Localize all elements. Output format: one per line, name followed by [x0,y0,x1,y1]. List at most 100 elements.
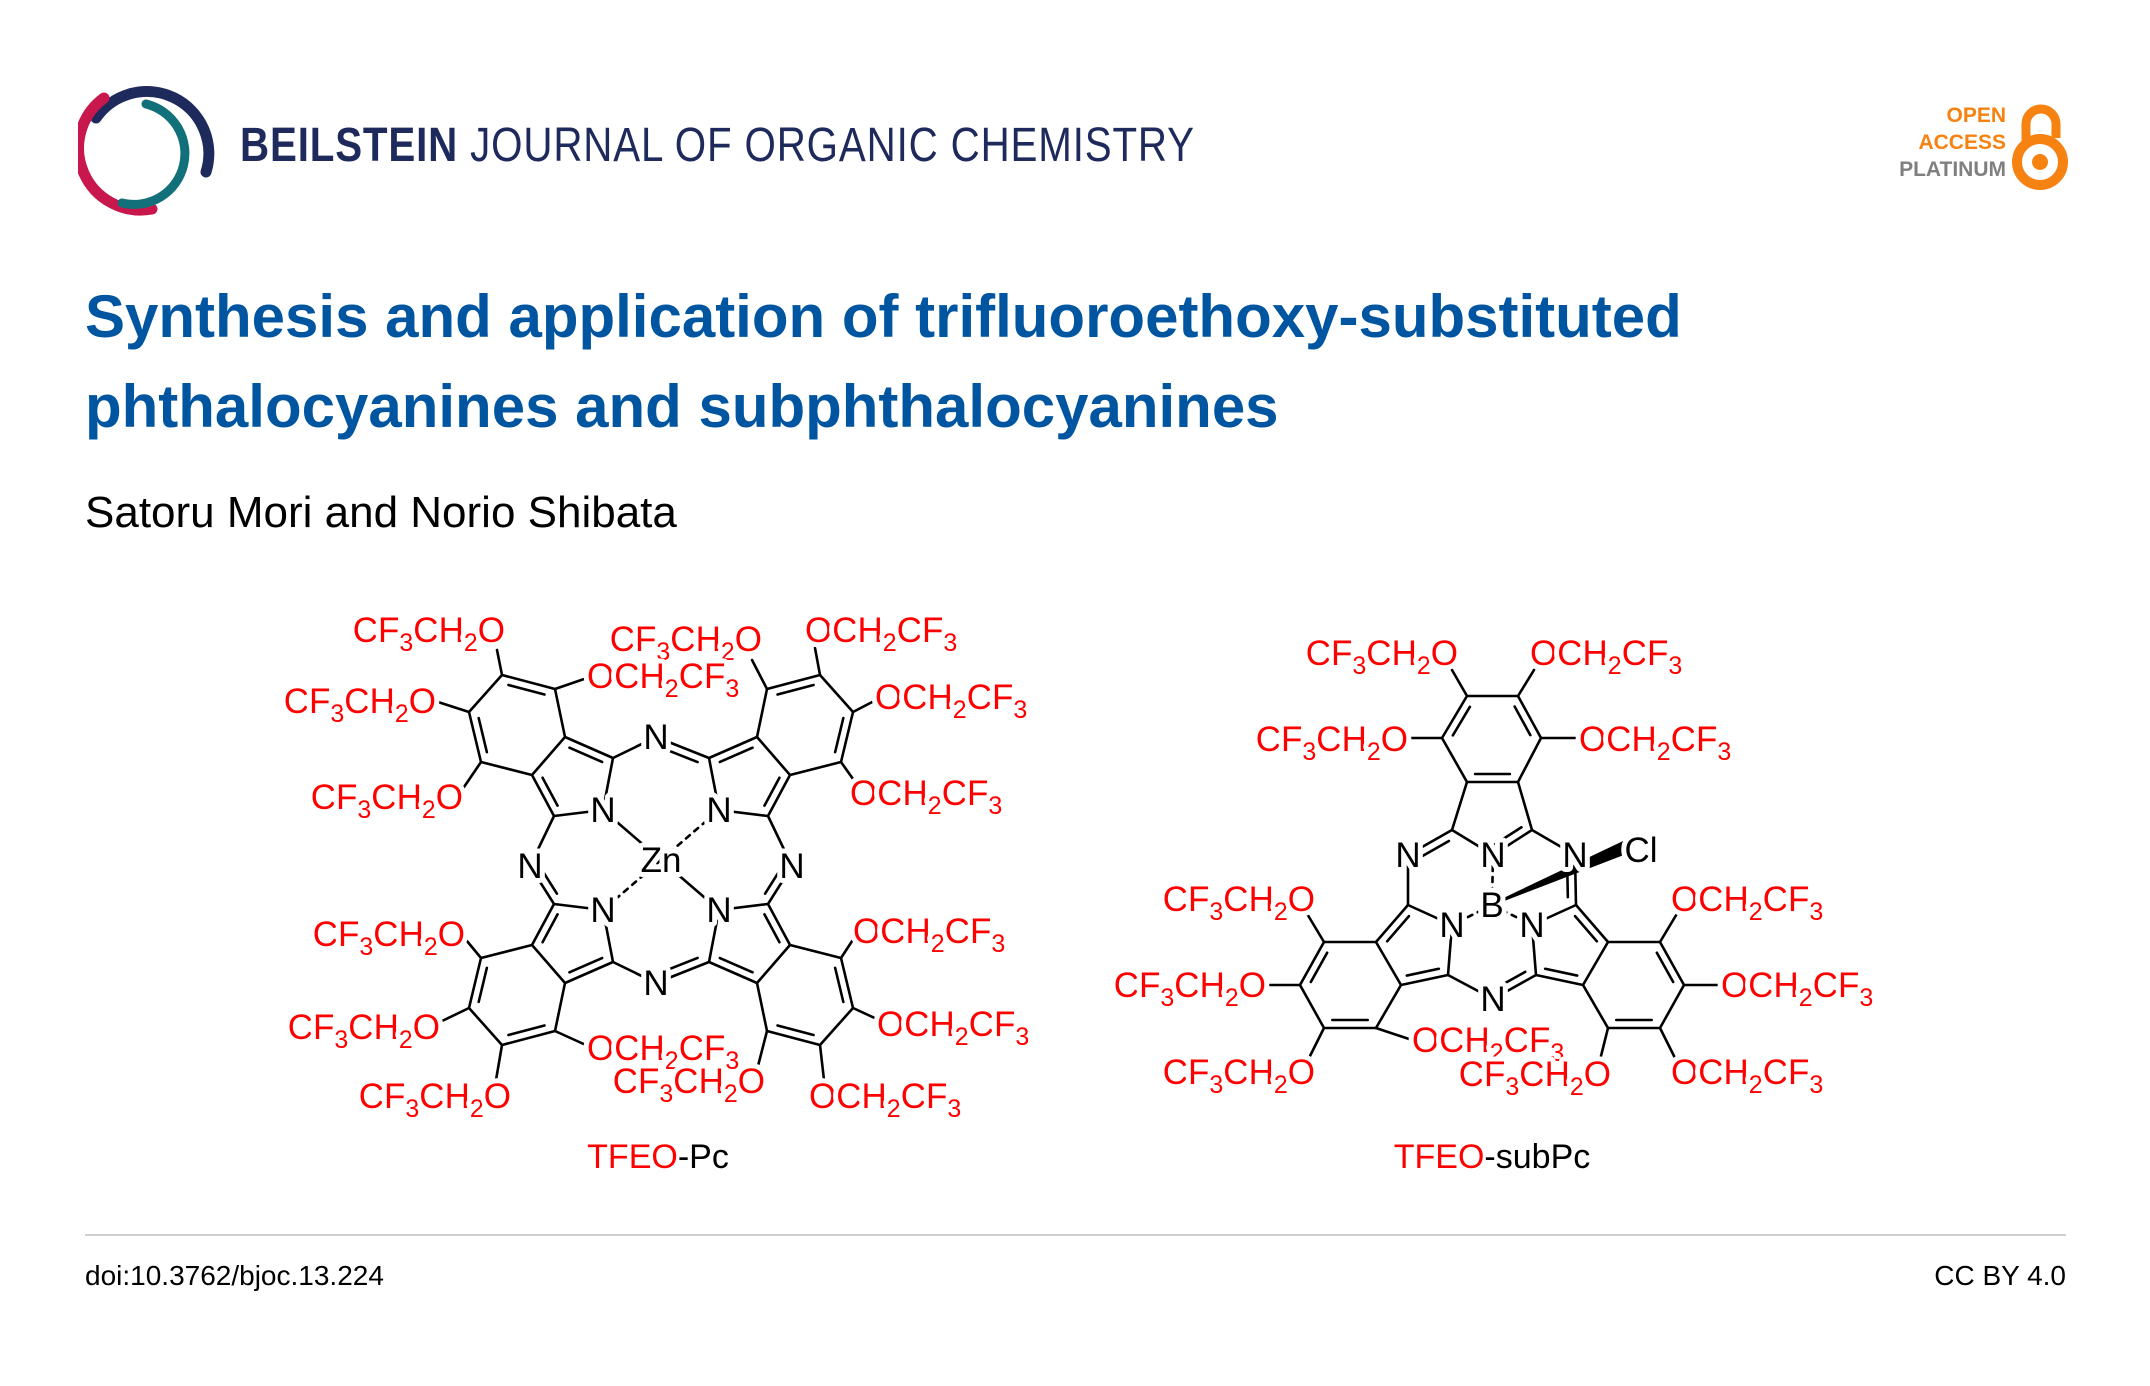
bond [611,960,658,985]
bond [766,814,794,868]
subpc-atom-n: N [1480,980,1505,1019]
bond [552,902,605,912]
pc-substituent-label: OCH2CF3 [850,774,1002,820]
subpc-caption-suffix: -subPc [1484,1138,1590,1176]
bond [1298,940,1326,987]
bond [601,908,615,964]
pc-atom-n: N [643,964,668,1003]
pc-substituent-label: OCH2CF3 [587,657,739,703]
article-title-line-2: phthalocyanines and subphthalocyanines [85,373,1279,440]
bond [1658,1026,1678,1062]
badge-platinum: PLATINUM [1899,158,2006,181]
double-bond-line [1451,705,1472,737]
article-title-line-1: Synthesis and application of trifluoroet… [85,283,1682,350]
subpc-substituent-label: OCH2CF3 [1579,720,1731,766]
double-bond-line [1405,967,1441,977]
bond [1581,983,1610,1030]
journal-name: BEILSTEIN JOURNAL OF ORGANIC CHEMISTRY [240,118,1195,173]
subpc-substituent-label: CF3CH2O [1256,720,1408,766]
bond [479,943,534,960]
bond [1581,940,1610,987]
bond [1374,983,1403,1030]
subpc-caption-prefix: TFEO [1394,1138,1485,1176]
double-bond-line [507,683,546,696]
subpc-atom-n: N [1395,836,1420,875]
bond [1516,668,1536,698]
bond [1516,780,1534,832]
bond [500,1029,557,1047]
wedge-bond-b-cl [1497,840,1630,904]
double-bond-line [1573,914,1599,943]
bond [1304,910,1326,944]
double-bond-line [776,683,815,696]
double-bond-line [763,776,781,807]
bond [563,735,615,760]
subpc-atom-n: N [1562,836,1587,875]
bond [818,1006,855,1047]
license-label[interactable]: CC BY 4.0 [1934,1260,2066,1291]
bond [530,943,567,985]
bond [1574,903,1610,944]
bond [839,760,860,788]
bond [467,956,483,1010]
bond [1450,903,1494,927]
bond [788,943,843,960]
double-bond-line [660,746,699,764]
double-bond-line [477,716,489,754]
pc-substituent-label: CF3CH2O [353,611,505,657]
bond [1374,903,1410,944]
pc-atom-n: N [590,791,615,830]
double-bond-line [776,1024,815,1037]
subpc-atom-n: N [1519,906,1544,945]
bond [1490,853,1495,907]
open-lock-icon [2012,104,2068,190]
doi-link[interactable]: doi:10.3762/bjoc.13.224 [85,1260,384,1291]
subpc-substituent-label: CF3CH2O [1163,880,1315,926]
bond [495,648,504,677]
pc-substituent-label: OCH2CF3 [877,1005,1029,1051]
pc-substituent-label: CF3CH2O [284,682,436,728]
beilstein-logo [78,86,215,216]
bond [553,687,567,739]
pc-atom-n: N [517,847,542,886]
bond [755,687,769,739]
bond [818,1043,826,1082]
double-bond-line [833,966,845,1004]
bond [755,981,769,1033]
badge-open: OPEN [1946,104,2006,127]
double-bond-line [541,913,559,944]
bond [494,1043,504,1082]
bond [717,902,770,912]
bond [839,930,860,960]
bond [1658,983,1686,1030]
pc-substituent-label: CF3CH2O [610,620,762,666]
bond [707,960,759,985]
bond [654,735,711,760]
pc-substituent-label: OCH2CF3 [805,611,957,657]
bond [1446,923,1454,977]
logo-crimson-arc [78,92,158,216]
pc-substituent-label: OCH2CF3 [875,678,1027,724]
bond [467,1006,504,1047]
pc-atom-n: N [643,718,668,757]
logo-navy-arc [90,86,215,178]
bond [1374,1026,1414,1042]
pc-atom-n: N [590,891,615,930]
double-bond-line [1493,825,1523,846]
subpc-substituent-label: OCH2CF3 [1671,1053,1823,1099]
subpc-atom-b: B [1480,886,1503,925]
footer-divider [85,1234,2066,1236]
bond [460,760,483,792]
bond [1490,903,1534,927]
subpc-substituent-label: OCH2CF3 [1530,634,1682,680]
bond [756,1029,769,1068]
bond [528,814,556,868]
logo-teal-arc [117,99,190,209]
bond [654,960,711,985]
double-bond-line [718,956,754,974]
subpc-substituent-label: CF3CH2O [1114,966,1266,1012]
bond [766,864,794,906]
double-bond-line [1655,951,1675,984]
bond [1399,973,1450,987]
bond [1491,828,1534,857]
